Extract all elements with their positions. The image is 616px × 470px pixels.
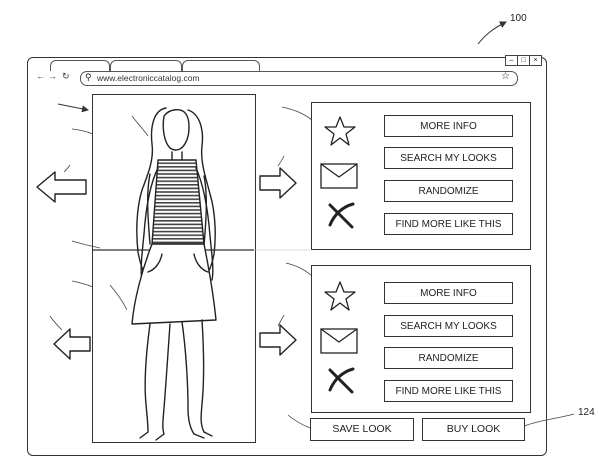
- top-item-panel: MORE INFO SEARCH MY LOOKS RANDOMIZE FIND…: [311, 102, 531, 250]
- more-info-button[interactable]: MORE INFO: [384, 282, 513, 304]
- search-icon: ⚲: [85, 72, 92, 82]
- find-more-like-this-button[interactable]: FIND MORE LIKE THIS: [384, 213, 513, 235]
- previous-top-arrow-icon[interactable]: [35, 170, 89, 204]
- x-icon[interactable]: [326, 201, 356, 229]
- star-icon[interactable]: [324, 280, 356, 312]
- ref-figure: 100: [510, 13, 527, 24]
- reload-icon[interactable]: ↻: [62, 71, 70, 81]
- envelope-icon[interactable]: [320, 163, 358, 189]
- x-icon[interactable]: [326, 366, 356, 394]
- browser-tab[interactable]: [110, 60, 182, 71]
- ref-buy-button: 124: [578, 407, 595, 418]
- bookmark-star-icon[interactable]: ☆: [501, 71, 510, 82]
- buy-look-button[interactable]: BUY LOOK: [422, 418, 525, 441]
- address-bar[interactable]: ⚲ www.electroniccatalog.com ☆: [80, 71, 518, 86]
- next-top-arrow-icon[interactable]: [258, 166, 298, 200]
- browser-tab[interactable]: [182, 60, 260, 71]
- more-info-button[interactable]: MORE INFO: [384, 115, 513, 137]
- save-look-button[interactable]: SAVE LOOK: [310, 418, 414, 441]
- envelope-icon[interactable]: [320, 328, 358, 354]
- close-icon[interactable]: ×: [529, 55, 542, 66]
- find-more-like-this-button[interactable]: FIND MORE LIKE THIS: [384, 380, 513, 402]
- star-icon[interactable]: [324, 115, 356, 147]
- randomize-button[interactable]: RANDOMIZE: [384, 180, 513, 202]
- url-text: www.electroniccatalog.com: [97, 73, 200, 83]
- previous-bottom-arrow-icon[interactable]: [52, 327, 92, 361]
- search-my-looks-button[interactable]: SEARCH MY LOOKS: [384, 315, 513, 337]
- back-icon[interactable]: ←: [36, 71, 45, 81]
- browser-tab[interactable]: [50, 60, 110, 71]
- search-my-looks-button[interactable]: SEARCH MY LOOKS: [384, 147, 513, 169]
- bottom-item-panel: MORE INFO SEARCH MY LOOKS RANDOMIZE FIND…: [311, 265, 531, 413]
- randomize-button[interactable]: RANDOMIZE: [384, 347, 513, 369]
- forward-icon[interactable]: →: [48, 71, 57, 81]
- next-bottom-arrow-icon[interactable]: [258, 323, 298, 357]
- model-figure: [131, 107, 217, 441]
